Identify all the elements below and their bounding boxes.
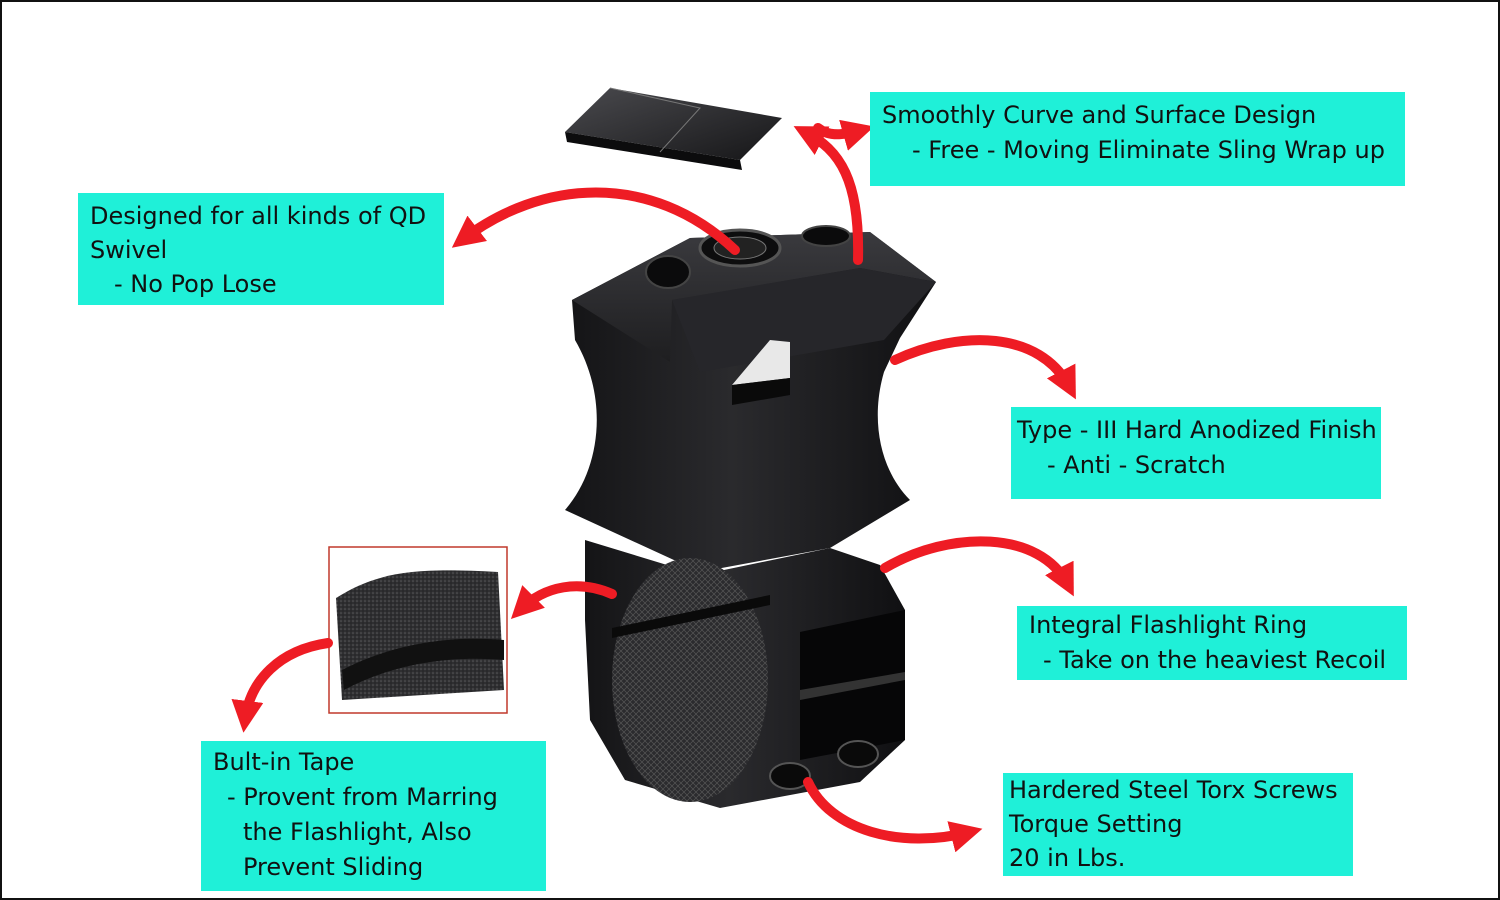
callout-text: Designed for all kinds of QD — [90, 202, 427, 230]
arrow-anodized — [890, 335, 1076, 400]
arrow-qd — [451, 187, 740, 255]
callout-text: - Free - Moving Eliminate Sling Wrap up — [912, 136, 1385, 164]
callout-text: Swivel — [90, 236, 168, 264]
callout-built-in-tape: Bult-in Tape - Provent from Marring the … — [201, 741, 546, 891]
callout-text: Hardered Steel Torx Screws — [1009, 776, 1338, 804]
callout-text: - Provent from Marring — [227, 783, 498, 811]
callout-text: - Take on the heaviest Recoil — [1043, 646, 1387, 674]
arrow-curve-tail — [813, 119, 875, 151]
callout-text: - No Pop Lose — [114, 270, 277, 298]
callout-text: Torque Setting — [1009, 810, 1183, 838]
callout-text: Type - III Hard Anodized Finish — [1017, 416, 1377, 444]
callout-torx-screws: Hardered Steel Torx Screws Torque Settin… — [1003, 773, 1353, 876]
callout-text: Prevent Sliding — [243, 853, 424, 881]
tape-texture-closeup — [328, 546, 508, 714]
callout-arrows — [231, 119, 1076, 853]
callout-anodized-finish: Type - III Hard Anodized Finish - Anti -… — [1011, 407, 1381, 499]
arrow-screws — [803, 777, 983, 853]
callout-text: Integral Flashlight Ring — [1029, 611, 1308, 639]
callout-text: - Anti - Scratch — [1047, 451, 1226, 479]
arrow-ring — [880, 536, 1074, 597]
callout-text: the Flashlight, Also — [243, 818, 472, 846]
callout-qd-swivel: Designed for all kinds of QD Swivel - No… — [78, 193, 444, 305]
callout-flashlight-ring: Integral Flashlight Ring - Take on the h… — [1017, 606, 1407, 680]
callout-text: Bult-in Tape — [213, 748, 355, 776]
arrow-curve — [793, 126, 864, 265]
callout-text: 20 in Lbs. — [1009, 844, 1126, 872]
flashlight-mount-illustration — [565, 225, 936, 808]
callout-text: Smoothly Curve and Surface Design — [882, 101, 1317, 129]
arrow-detail — [231, 638, 333, 733]
arrow-tape — [510, 581, 617, 620]
callout-curve-design: Smoothly Curve and Surface Design - Free… — [870, 92, 1405, 186]
curved-insert-illustration — [565, 87, 782, 170]
